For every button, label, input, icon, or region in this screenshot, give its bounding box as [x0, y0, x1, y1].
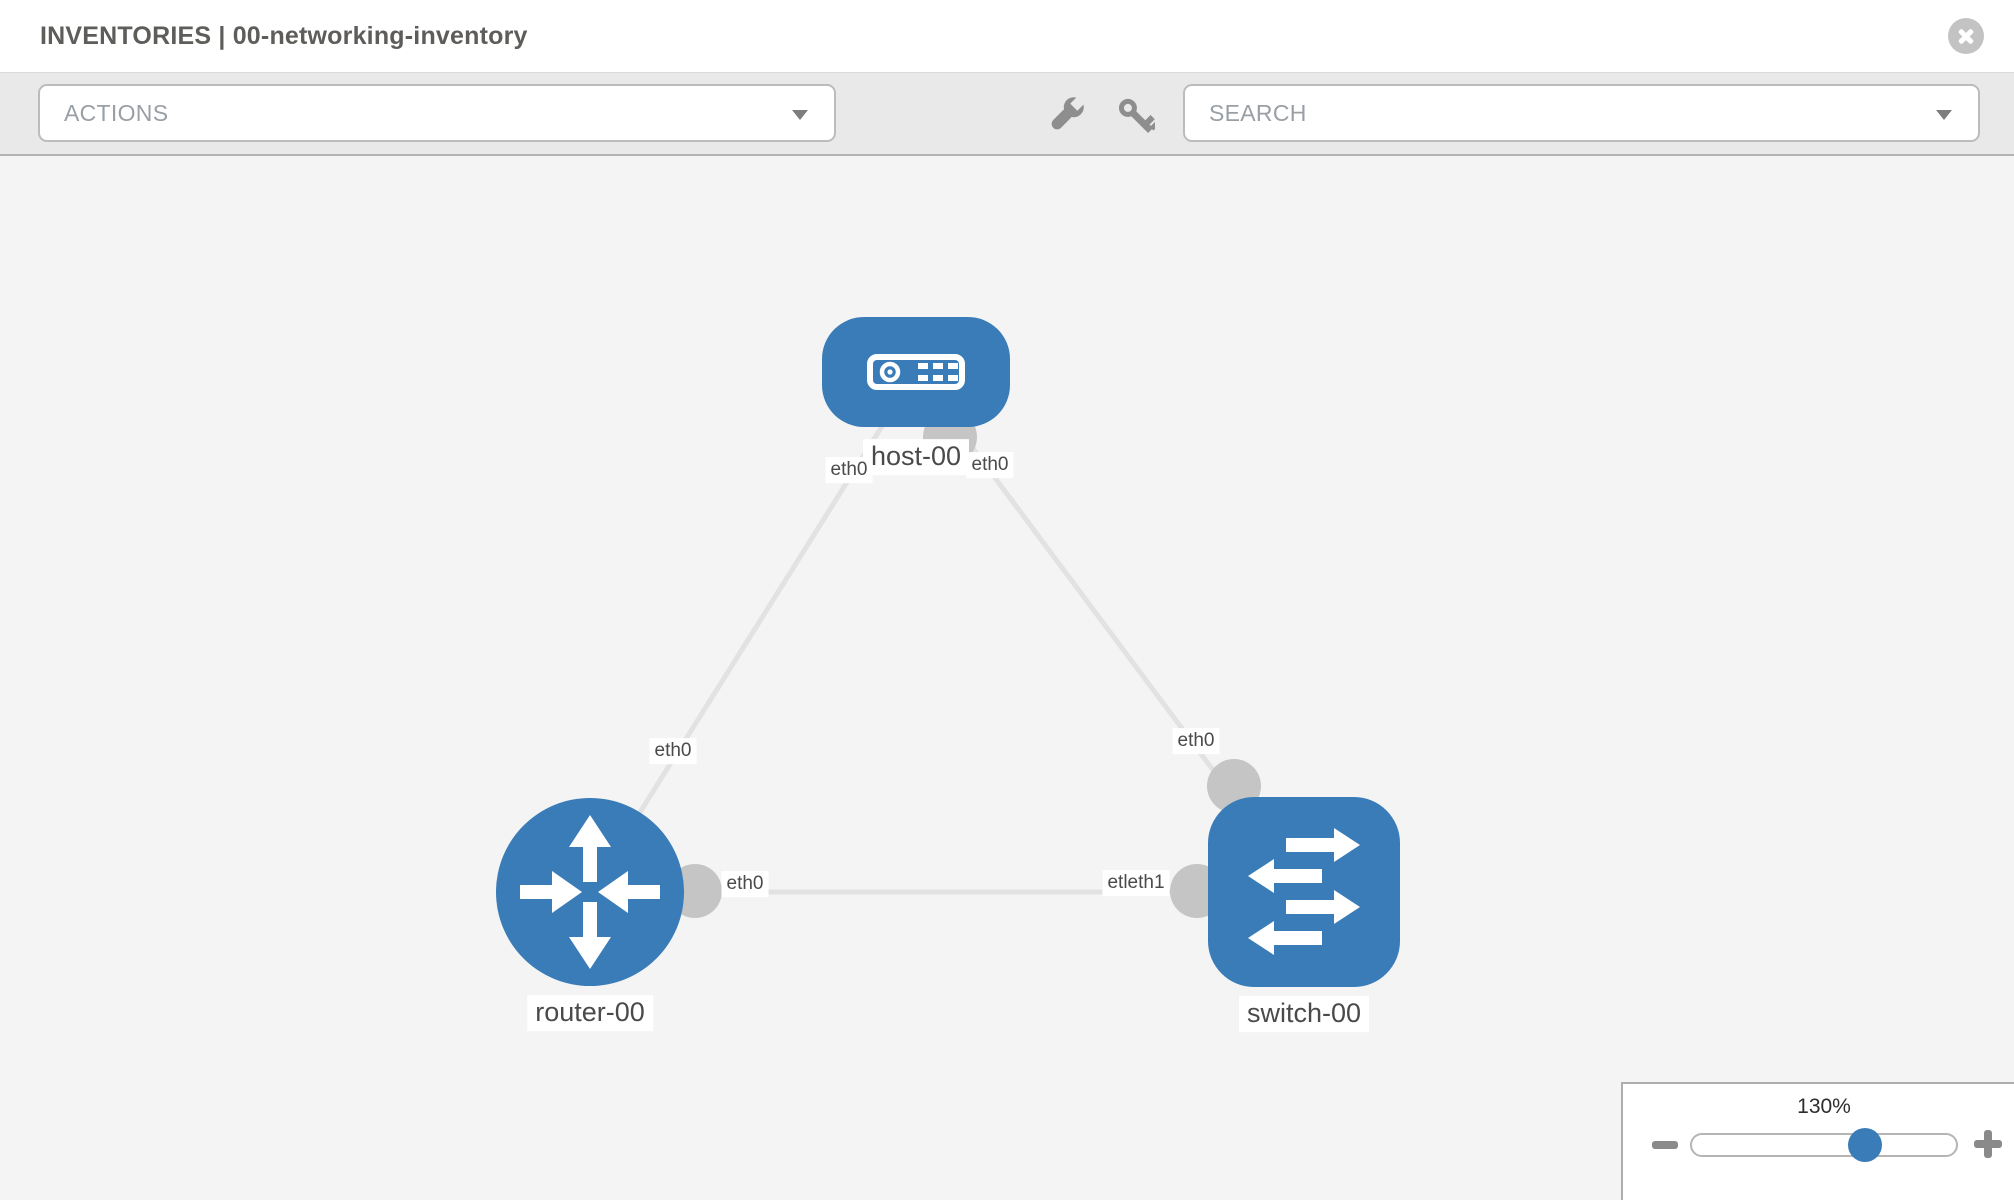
arrow-head [1248, 921, 1274, 955]
arrow-head [598, 871, 628, 913]
router-node-shape [496, 798, 684, 986]
key-icon [1118, 98, 1160, 134]
zoom-slider[interactable] [1690, 1128, 1958, 1162]
credentials-button[interactable] [1115, 95, 1160, 135]
host-icon [867, 354, 965, 390]
chevron-down-icon [792, 110, 808, 120]
arrow-head [1334, 828, 1360, 862]
zoom-level-value: 130% [1797, 1095, 1851, 1118]
zoom-out-icon[interactable] [1652, 1141, 1678, 1149]
arrow-head [1248, 859, 1274, 893]
wrench-icon [1051, 93, 1088, 130]
zoom-in-icon[interactable] [1974, 1130, 2002, 1158]
chevron-down-icon [1936, 110, 1952, 120]
node-switch-00[interactable] [1208, 797, 1400, 987]
switch-icon [1248, 828, 1360, 955]
panel-header: INVENTORIES | 00-networking-inventory [0, 0, 2014, 73]
node-router-00[interactable] [496, 798, 684, 986]
actions-dropdown-label: ACTIONS [64, 99, 169, 126]
switch-node-shape [1208, 797, 1400, 987]
configure-button[interactable] [1046, 93, 1088, 135]
arrow-head [569, 937, 611, 969]
zoom-panel: 130% [1621, 1082, 2014, 1200]
host-node-shape [822, 317, 1010, 427]
arrow-head [552, 871, 582, 913]
node-host-00[interactable] [822, 317, 1010, 427]
search-dropdown[interactable]: SEARCH [1183, 84, 1980, 142]
arrow-head [1334, 890, 1360, 924]
arrow-head [569, 815, 611, 847]
zoom-slider-thumb[interactable] [1848, 1128, 1882, 1162]
page-title: INVENTORIES | 00-networking-inventory [40, 21, 528, 50]
router-icon [520, 815, 660, 969]
toolbar: ACTIONS [0, 73, 2014, 156]
search-dropdown-label: SEARCH [1209, 99, 1307, 126]
close-button[interactable] [1948, 18, 1984, 54]
actions-dropdown[interactable]: ACTIONS [38, 84, 836, 142]
